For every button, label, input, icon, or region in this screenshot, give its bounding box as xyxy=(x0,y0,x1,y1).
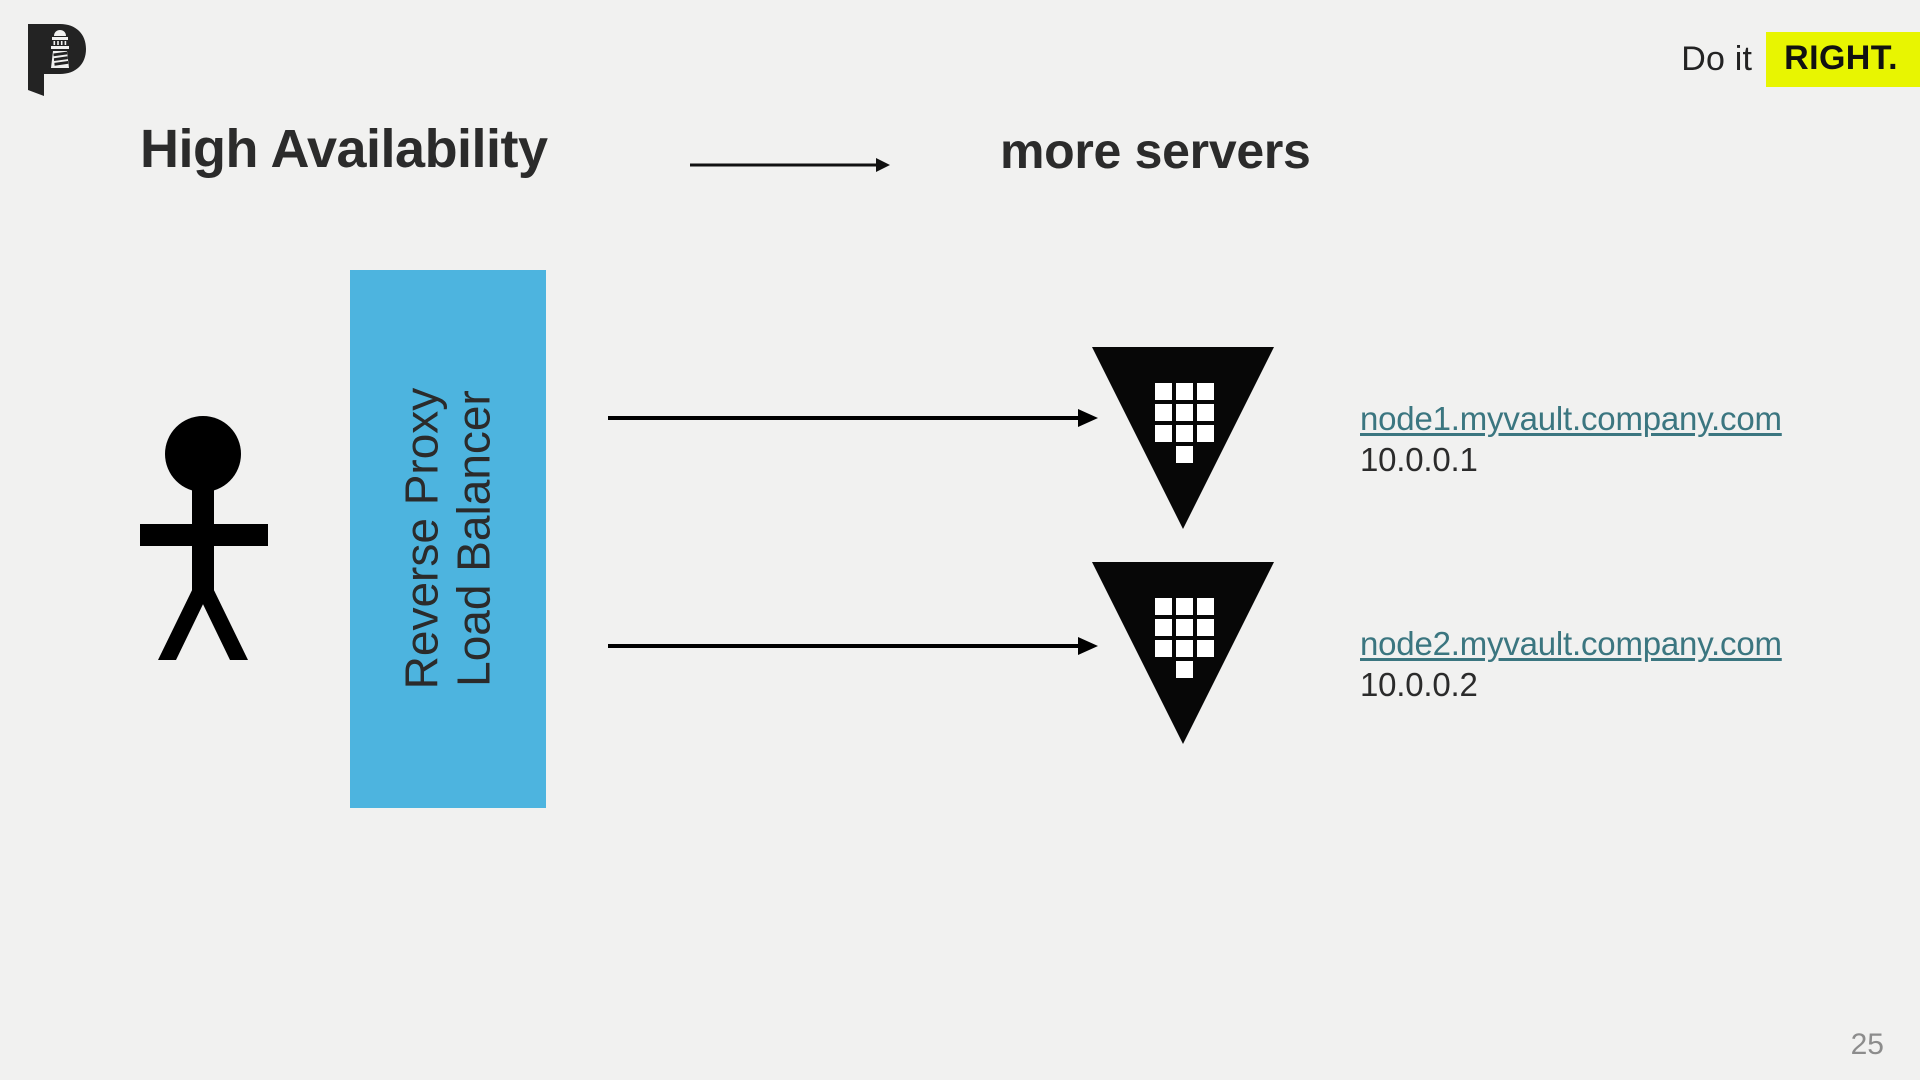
load-balancer-label: Reverse Proxy Load Balancer xyxy=(395,388,499,690)
load-balancer-line-2: Load Balancer xyxy=(447,390,499,688)
vault-logo-icon-node1 xyxy=(1092,347,1274,529)
node2-hostname-link[interactable]: node2.myvault.company.com xyxy=(1360,625,1782,662)
node1-label: node1.myvault.company.com 10.0.0.1 xyxy=(1360,400,1782,480)
flow-arrow-to-node1-icon xyxy=(608,406,1098,430)
page-title: High Availability xyxy=(140,122,548,176)
tagline-emphasis: RIGHT. xyxy=(1766,32,1920,87)
flow-arrow-to-node2-icon xyxy=(608,634,1098,658)
vault-logo-icon-node2 xyxy=(1092,562,1274,744)
stick-figure-user-icon xyxy=(140,412,290,662)
lighthouse-p-logo xyxy=(24,22,90,98)
node1-ip-address: 10.0.0.1 xyxy=(1360,440,1478,478)
node2-label: node2.myvault.company.com 10.0.0.2 xyxy=(1360,625,1782,705)
node2-ip-address: 10.0.0.2 xyxy=(1360,665,1478,703)
load-balancer-box: Reverse Proxy Load Balancer xyxy=(350,270,546,808)
slide-number: 25 xyxy=(1850,1028,1884,1061)
headline-arrow-icon xyxy=(690,155,890,175)
tagline-prefix: Do it xyxy=(1681,40,1753,78)
load-balancer-line-1: Reverse Proxy xyxy=(395,388,448,690)
node1-hostname-link[interactable]: node1.myvault.company.com xyxy=(1360,400,1782,437)
headline-left-text: High Availability xyxy=(140,119,548,179)
brand-tagline: Do it RIGHT. xyxy=(1681,32,1920,87)
headline-right-text: more servers xyxy=(1000,123,1311,179)
